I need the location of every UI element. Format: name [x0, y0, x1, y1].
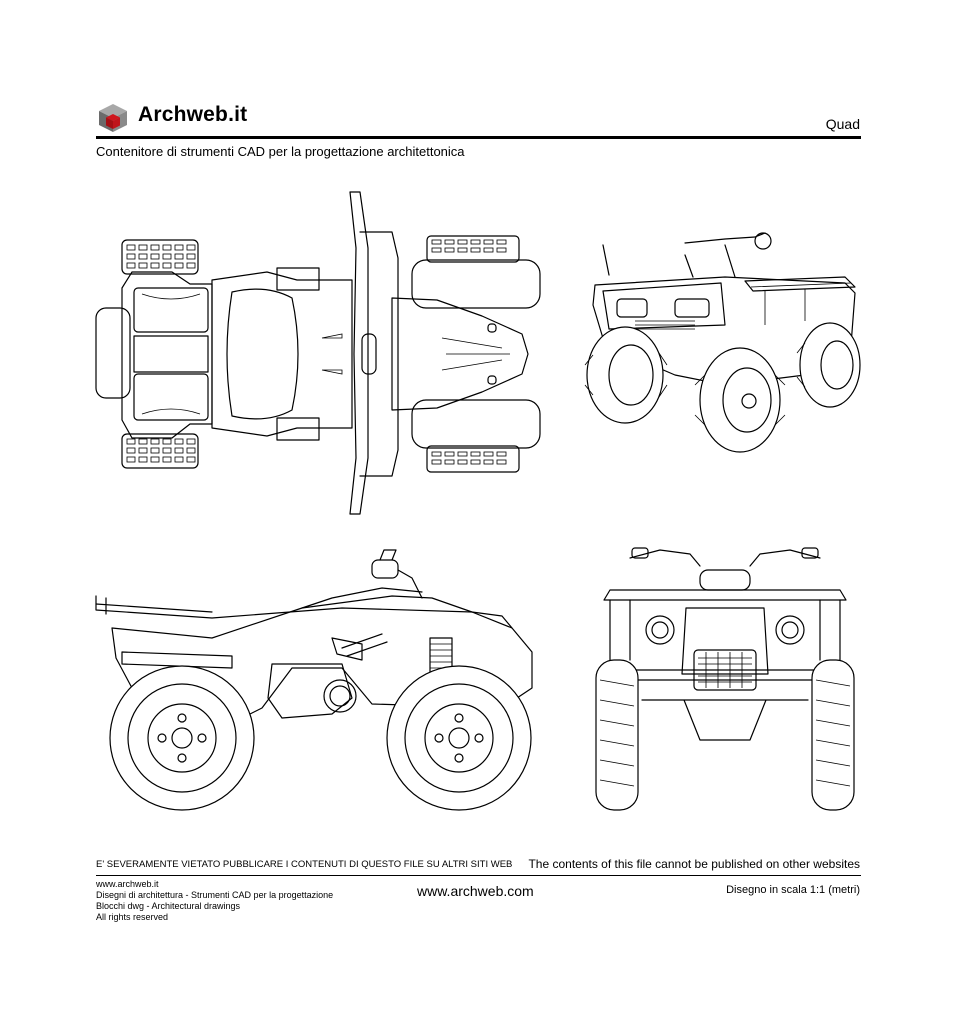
drawing-scale: Disegno in scala 1:1 (metri)	[726, 884, 860, 896]
handlebar	[349, 191, 399, 515]
perspective-handlebar	[602, 232, 772, 278]
perspective-wheels	[584, 322, 861, 453]
side-rear-wheel	[109, 665, 255, 811]
brand-name: Archweb.it	[138, 103, 248, 126]
footer-line-rights: All rights reserved	[96, 912, 169, 922]
footer-url: www.archweb.com	[417, 883, 534, 899]
footer-line-site: www.archweb.it	[96, 879, 159, 889]
warning-english: The contents of this file cannot be publ…	[528, 857, 860, 871]
front-wheels	[595, 659, 855, 811]
side-rack	[95, 595, 513, 629]
warning-italian: E' SEVERAMENTE VIETATO PUBBLICARE I CONT…	[96, 859, 513, 870]
front-fender	[391, 297, 529, 411]
header-rule	[96, 136, 861, 139]
front-suspension	[637, 679, 813, 741]
side-handlebar-and-tank	[371, 549, 423, 599]
front-handlebar	[629, 547, 821, 591]
perspective-body	[592, 276, 856, 386]
drawing-title: Quad	[825, 116, 860, 132]
rear-tire-top	[121, 239, 199, 275]
footer-rule	[96, 875, 861, 876]
quad-side-view	[95, 549, 533, 811]
body-and-seat	[211, 267, 353, 441]
footer-credits: www.archweb.it Disegni di architettura -…	[96, 879, 333, 923]
quad-top-view	[95, 191, 541, 515]
front-headlights	[645, 615, 805, 645]
subtitle: Contenitore di strumenti CAD per la prog…	[96, 144, 465, 159]
cube-logo-icon	[99, 104, 127, 132]
front-grille	[693, 649, 757, 691]
front-tire-top	[411, 235, 541, 309]
quad-front-view	[595, 547, 855, 811]
rear-rack	[95, 271, 213, 439]
footer-line-drawings: Disegni di architettura - Strumenti CAD …	[96, 890, 334, 900]
quad-perspective-view	[584, 232, 861, 453]
front-tire-bottom	[411, 399, 541, 473]
side-front-wheel	[386, 665, 532, 811]
front-rack-and-body	[603, 589, 847, 675]
rear-tire-bottom	[121, 433, 199, 469]
footer-line-blocks: Blocchi dwg - Architectural drawings	[96, 901, 241, 911]
